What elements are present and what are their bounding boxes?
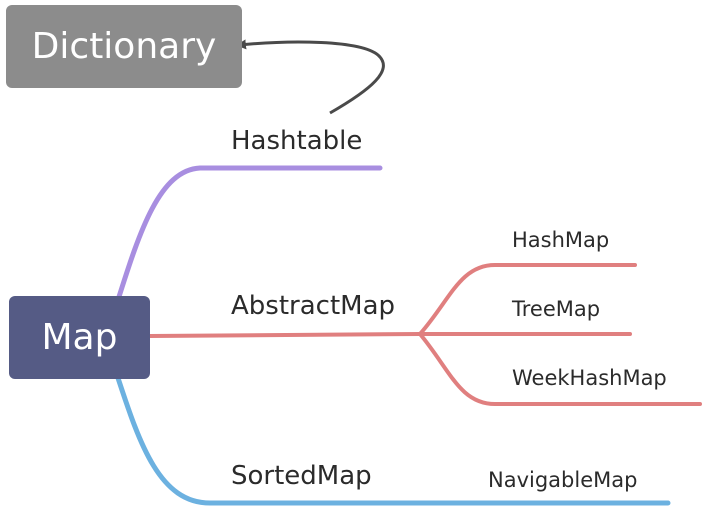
- branch-abstractmap-label[interactable]: AbstractMap: [231, 291, 396, 321]
- branch-abstractmap-connector: [148, 332, 422, 338]
- branch-hashtable-connector: [115, 165, 383, 303]
- branch-hashtable-label[interactable]: Hashtable: [231, 126, 363, 156]
- subbranch-hashmap-connector: [418, 263, 637, 336]
- branch-sortedmap-label[interactable]: SortedMap: [231, 461, 372, 491]
- branch-sortedmap-connector: [115, 375, 671, 506]
- map-root-node[interactable]: Map: [9, 296, 150, 379]
- dictionary-node[interactable]: Dictionary: [6, 5, 242, 88]
- map-root-node-label: Map: [41, 317, 118, 358]
- subbranch-weekhashmap-label[interactable]: WeekHashMap: [512, 366, 667, 390]
- subbranch-weekhashmap-connector: [418, 332, 702, 406]
- subbranch-navigablemap-label[interactable]: NavigableMap: [488, 468, 638, 492]
- hashtable-to-dictionary-arrow: [236, 39, 385, 115]
- dictionary-node-label: Dictionary: [31, 26, 217, 67]
- subbranch-hashmap-label[interactable]: HashMap: [512, 228, 610, 252]
- subbranch-treemap-label[interactable]: TreeMap: [512, 297, 601, 321]
